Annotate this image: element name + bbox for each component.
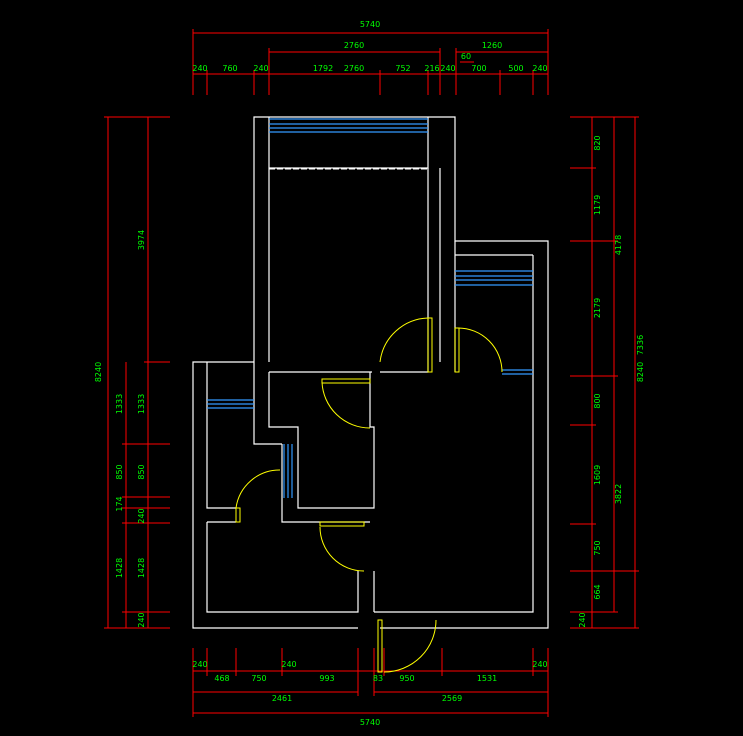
dim-top-total: 5740 — [360, 20, 380, 29]
dim-right-col: 664 — [593, 584, 602, 599]
dim-bottom-row-b: 950 — [399, 674, 414, 683]
door-corridor — [321, 378, 371, 429]
windows — [207, 118, 533, 498]
door-bedroom-2 — [454, 327, 503, 373]
dim-top-small: 60 — [461, 52, 471, 61]
dim-bottom-row-b: 993 — [319, 674, 334, 683]
dim-top-row: 240 — [192, 64, 207, 73]
dim-bottom-group-left: 2461 — [272, 694, 292, 703]
dim-top-row: 2760 — [344, 64, 364, 73]
dim-top-group-left: 2760 — [344, 41, 364, 50]
dim-top-row: 760 — [222, 64, 237, 73]
dim-top-row: 700 — [471, 64, 486, 73]
dim-right-total-a: 7336 — [636, 335, 645, 355]
dim-top-row: 240 — [253, 64, 268, 73]
dim-right-col: 1609 — [593, 465, 602, 485]
dim-top-row: 1792 — [313, 64, 333, 73]
dim-bottom-row-a: 240 — [532, 660, 547, 669]
dimension-labels-left: 8240 3974 1333 850 174 240 1428 240 1333… — [94, 230, 146, 628]
dim-top-group-right: 1260 — [482, 41, 502, 50]
dim-left-col: 240 — [137, 612, 146, 627]
dim-bottom-row-b: 468 — [214, 674, 229, 683]
dim-bottom-row-b: 750 — [251, 674, 266, 683]
dim-left-col: 240 — [137, 508, 146, 523]
door-kitchen — [319, 521, 365, 572]
dim-right-col: 820 — [593, 135, 602, 150]
window-north — [269, 118, 428, 133]
dim-top-row: 216 — [424, 64, 439, 73]
dim-right-col: 1179 — [593, 195, 602, 215]
dim-bottom-row-b: 1531 — [477, 674, 497, 683]
dim-top-row: 240 — [440, 64, 455, 73]
dim-top-row: 752 — [395, 64, 410, 73]
dim-left-col-outer: 1333 — [137, 394, 146, 414]
dimension-lines — [104, 29, 639, 717]
walls — [192, 116, 549, 629]
door-bedroom-1 — [379, 317, 433, 373]
doors — [235, 317, 503, 673]
dim-top-row: 500 — [508, 64, 523, 73]
dim-bottom-row-b: 83 — [373, 674, 383, 683]
dim-bottom-row-a: 240 — [192, 660, 207, 669]
dimension-labels-right: 820 1179 2179 800 1609 750 664 240 4178 … — [578, 135, 645, 627]
dim-left-col: 1428 — [115, 558, 124, 578]
window-west — [207, 399, 254, 409]
window-bathroom — [283, 444, 293, 498]
dim-right-col: 240 — [578, 612, 587, 627]
dim-right-total-b: 8240 — [636, 362, 645, 382]
dim-right-sub: 4178 — [614, 235, 623, 255]
dim-right-col: 800 — [593, 393, 602, 408]
dim-top-row: 240 — [532, 64, 547, 73]
dim-right-col: 750 — [593, 540, 602, 555]
dim-left-col: 1333 — [115, 394, 124, 414]
dim-left-total: 8240 — [94, 362, 103, 382]
dim-bottom-group-right: 2569 — [442, 694, 462, 703]
dim-left-col-outer: 1428 — [137, 558, 146, 578]
dim-left-col: 174 — [115, 496, 124, 511]
dim-bottom-total: 5740 — [360, 718, 380, 727]
window-east-small — [502, 369, 533, 375]
window-east — [455, 270, 533, 286]
dimension-labels: 5740 2760 1260 60 240 760 240 1792 2760 … — [192, 20, 547, 727]
door-west-room — [235, 469, 281, 523]
dim-right-col: 2179 — [593, 298, 602, 318]
dim-bottom-row-a: 240 — [281, 660, 296, 669]
dim-right-sub: 3822 — [614, 484, 623, 504]
dim-left-col-outer: 850 — [137, 464, 146, 479]
door-entrance — [377, 619, 437, 673]
dim-left-col: 850 — [115, 464, 124, 479]
dim-left-upper: 3974 — [137, 230, 146, 250]
